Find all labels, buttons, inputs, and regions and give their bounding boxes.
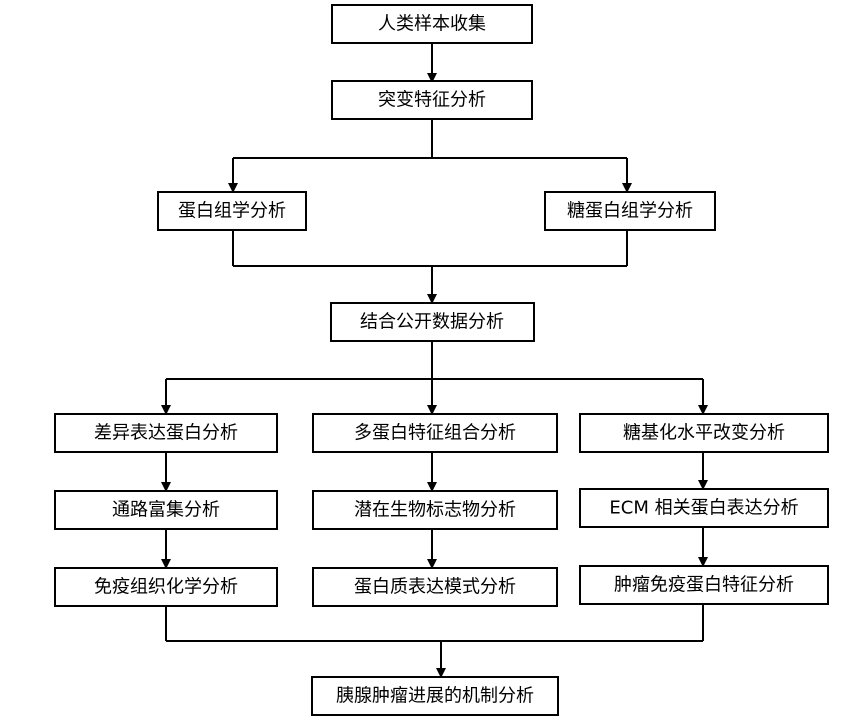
node-label: 糖蛋白组学分析	[567, 201, 693, 222]
node-label: 蛋白质表达模式分析	[354, 577, 516, 598]
node-sample-collection: 人类样本收集	[331, 4, 533, 44]
node-label: 肿瘤免疫蛋白特征分析	[614, 575, 794, 596]
node-label: 胰腺肿瘤进展的机制分析	[336, 686, 534, 707]
node-label: 结合公开数据分析	[360, 312, 504, 333]
node-label: 免疫组织化学分析	[94, 577, 238, 598]
node-ecm: ECM 相关蛋白表达分析	[579, 488, 829, 528]
node-glycosylation: 糖基化水平改变分析	[579, 413, 829, 453]
node-expression-pattern: 蛋白质表达模式分析	[312, 567, 558, 607]
node-label: 突变特征分析	[378, 90, 486, 111]
node-label: 差异表达蛋白分析	[94, 423, 238, 444]
node-proteomics: 蛋白组学分析	[157, 191, 307, 231]
node-public-data: 结合公开数据分析	[330, 302, 535, 342]
node-immune-protein: 肿瘤免疫蛋白特征分析	[579, 565, 829, 605]
node-label: 通路富集分析	[112, 500, 220, 521]
node-ihc: 免疫组织化学分析	[54, 567, 278, 607]
connectors	[161, 43, 708, 678]
node-diff-expression: 差异表达蛋白分析	[54, 413, 278, 453]
node-label: 潜在生物标志物分析	[354, 500, 516, 521]
node-label: 多蛋白特征组合分析	[354, 423, 516, 444]
node-label: 蛋白组学分析	[178, 201, 286, 222]
node-label: 人类样本收集	[378, 14, 486, 35]
node-multi-protein: 多蛋白特征组合分析	[312, 413, 558, 453]
node-glycoproteomics: 糖蛋白组学分析	[544, 191, 716, 231]
node-mutation-analysis: 突变特征分析	[331, 80, 533, 120]
node-pathway-enrichment: 通路富集分析	[54, 490, 278, 530]
node-label: 糖基化水平改变分析	[623, 423, 785, 444]
node-biomarker: 潜在生物标志物分析	[312, 490, 558, 530]
node-mechanism: 胰腺肿瘤进展的机制分析	[311, 676, 559, 716]
node-label: ECM 相关蛋白表达分析	[609, 498, 798, 519]
